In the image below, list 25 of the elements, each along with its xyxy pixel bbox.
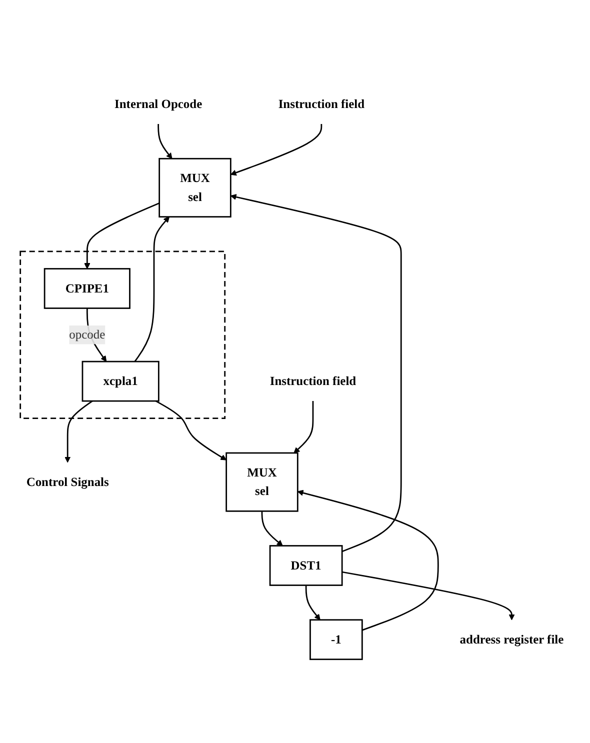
node-box: -1 (310, 618, 363, 660)
arrow (294, 400, 314, 453)
arrow (230, 194, 402, 552)
node-text: Instruction field (270, 374, 356, 388)
node-box: CPIPE1 (44, 268, 130, 308)
arrow (84, 202, 160, 269)
node-text: Internal Opcode (114, 96, 202, 110)
node-box: MUX sel (158, 158, 232, 218)
node-text: address register file (460, 632, 564, 646)
arrow (261, 510, 283, 546)
node-text: Instruction field (278, 96, 365, 110)
arrow (305, 584, 320, 620)
arrow (297, 489, 439, 630)
node-box: xcpla1 (82, 360, 160, 402)
node-box: MUX sel (226, 452, 298, 512)
arrow (158, 124, 172, 158)
arrow (64, 400, 93, 462)
arrow (156, 400, 227, 460)
node-text: Control Signals (26, 474, 109, 488)
arrow (134, 216, 170, 362)
arrow (342, 570, 515, 620)
node-box: DST1 (269, 544, 343, 586)
edge-label: opcode (69, 327, 106, 342)
arrow (230, 124, 322, 176)
cluster (20, 250, 226, 419)
